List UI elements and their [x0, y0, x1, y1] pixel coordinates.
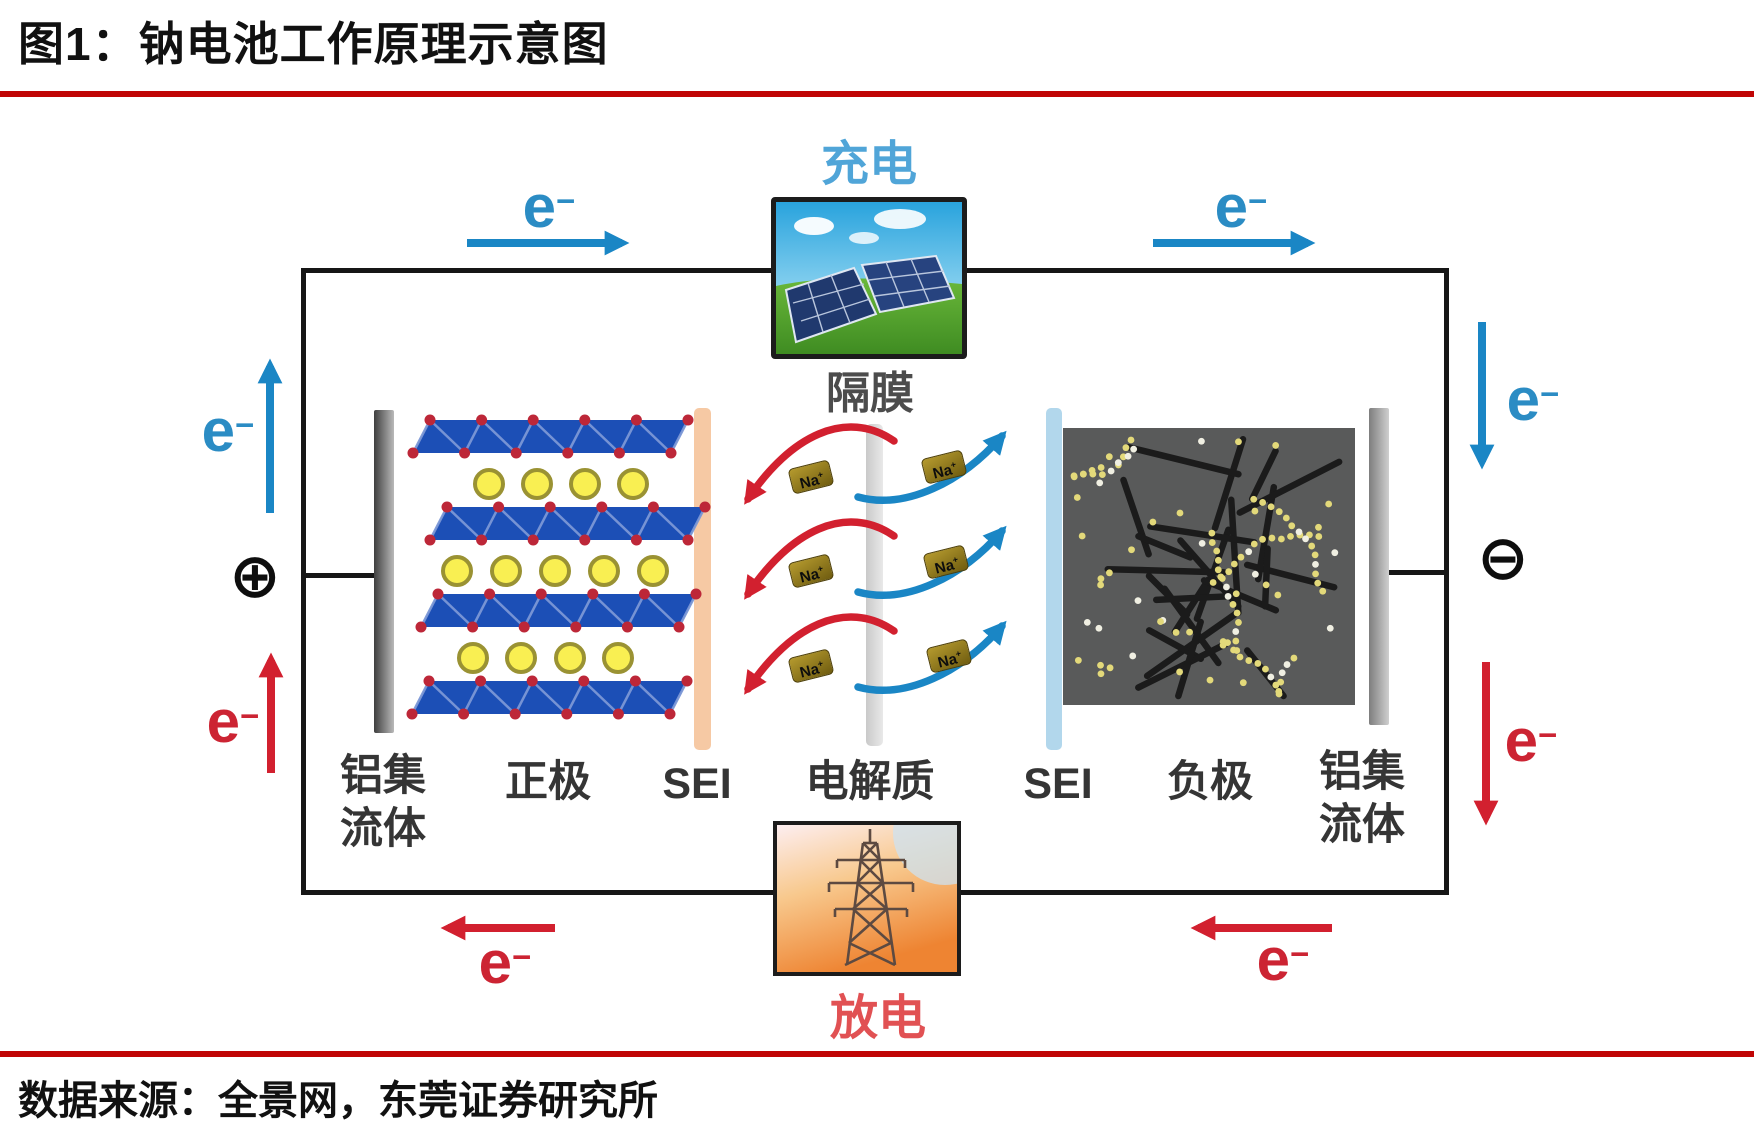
- figure-title: 图1：钠电池工作原理示意图: [18, 18, 609, 70]
- separator-bar: [866, 424, 883, 746]
- electron-label-left-charge: e−: [201, 397, 255, 464]
- aluminum-collector-left-bar: [374, 410, 394, 733]
- data-source: 数据来源：全景网，东莞证券研究所: [18, 1079, 658, 1123]
- solar-panel-art: [776, 202, 962, 354]
- discharge-label: 放电: [829, 992, 927, 1045]
- sei-right-label: SEI: [1023, 760, 1093, 808]
- sei-left-bar: [694, 408, 711, 750]
- collector-right-label: 铝集 流体: [1319, 748, 1405, 849]
- electron-label-top-left: e−: [522, 173, 576, 240]
- top-rule: [0, 91, 1754, 97]
- sei-left-label: SEI: [662, 760, 732, 808]
- electron-label-left-discharge: e−: [206, 688, 260, 755]
- electron-label-right-charge: e−: [1506, 366, 1560, 433]
- solar-panel-icon: [771, 197, 967, 359]
- bottom-rule: [0, 1051, 1754, 1057]
- anode-terminal-wire: [1389, 570, 1449, 575]
- separator-label: 隔膜: [826, 369, 914, 418]
- power-tower-icon: [773, 821, 961, 976]
- anode-label: 负极: [1167, 758, 1253, 806]
- cathode-terminal-wire: [306, 573, 378, 578]
- positive-terminal-icon: ⊕: [229, 542, 281, 611]
- aluminum-collector-right-bar: [1369, 408, 1389, 725]
- electron-label-bottom-left: e−: [478, 929, 532, 996]
- collector-left-label: 铝集 流体: [340, 752, 426, 853]
- electron-label-top-right: e−: [1214, 173, 1268, 240]
- power-tower-art: [777, 825, 957, 972]
- cathode-label: 正极: [505, 758, 591, 806]
- electron-label-right-discharge: e−: [1504, 707, 1558, 774]
- sei-right-bar: [1046, 408, 1062, 750]
- charge-label: 充电: [820, 138, 918, 191]
- electron-label-bottom-right: e−: [1256, 926, 1310, 993]
- negative-terminal-icon: ⊖: [1477, 524, 1529, 593]
- electrolyte-label: 电解质: [805, 758, 935, 806]
